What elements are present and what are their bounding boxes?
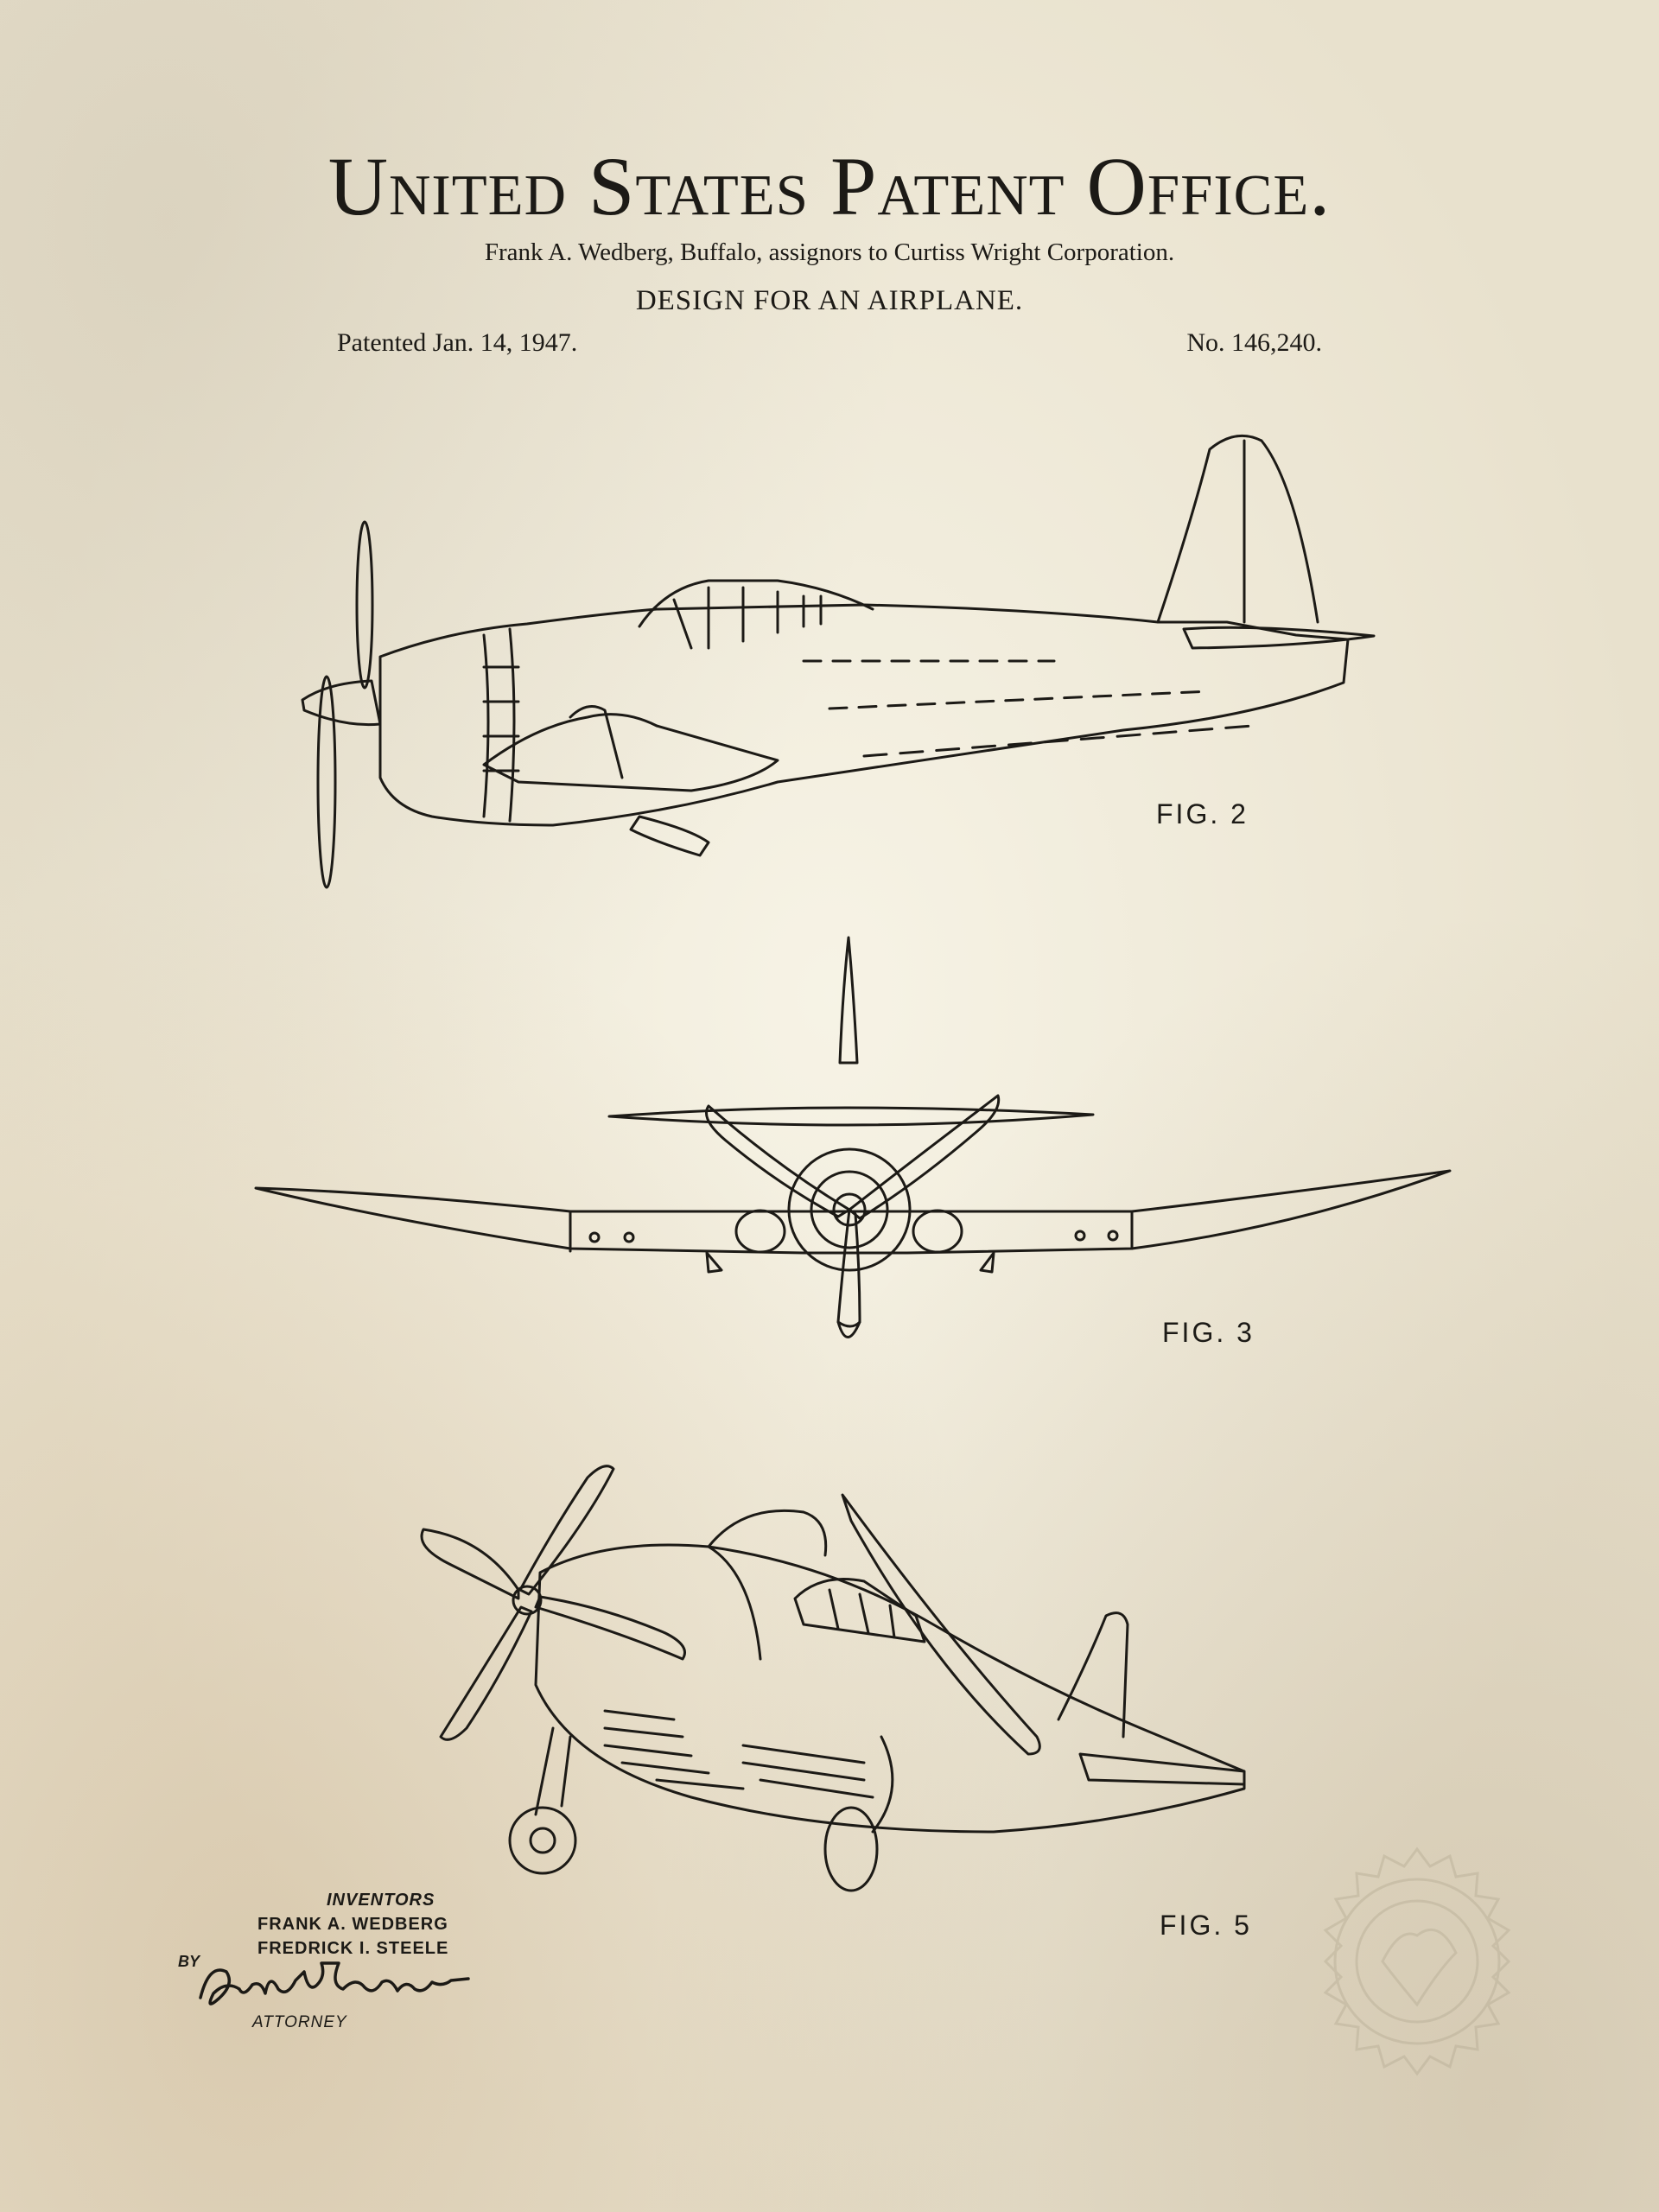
inventor-name: FREDRICK I. STEELE bbox=[257, 1939, 449, 1958]
office-title: United States Patent Office. bbox=[327, 140, 1332, 232]
patent-date: Patented Jan. 14, 1947. bbox=[337, 328, 578, 357]
by-label: BY bbox=[178, 1953, 200, 1970]
inventors-heading: INVENTORS bbox=[327, 1891, 435, 1910]
design-title: DESIGN FOR AN AIRPLANE. bbox=[635, 285, 1024, 316]
figure-2-label: FIG. 2 bbox=[1156, 798, 1249, 830]
figure-3-label: FIG. 3 bbox=[1162, 1317, 1255, 1348]
patent-number: No. 146,240. bbox=[1186, 328, 1322, 357]
figure-5-label: FIG. 5 bbox=[1160, 1910, 1252, 1941]
attorney-signature bbox=[199, 1961, 470, 2005]
assignor-line: Frank A. Wedberg, Buffalo, assignors to … bbox=[484, 238, 1175, 266]
inventor-name: FRANK A. WEDBERG bbox=[257, 1915, 448, 1934]
attorney-label: ATTORNEY bbox=[252, 2013, 347, 2031]
patent-office-seal-icon bbox=[1323, 1847, 1511, 2076]
